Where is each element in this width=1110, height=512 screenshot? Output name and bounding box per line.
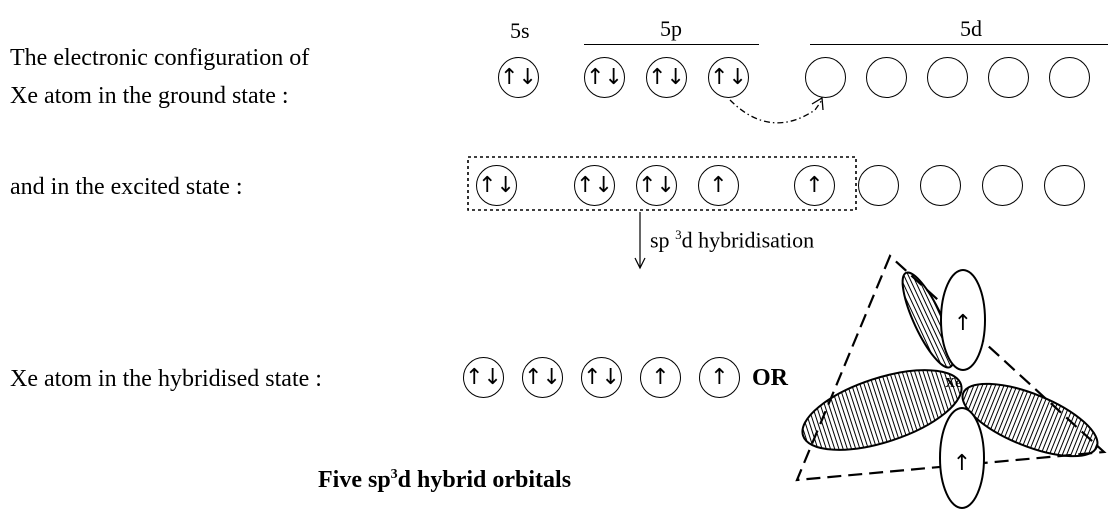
ground-5p-orbital-2: ↑↓ (646, 57, 687, 98)
excited-5d-orbital-2 (858, 165, 899, 206)
excited-5d-orbital-3 (920, 165, 961, 206)
excited-selection-box (467, 156, 857, 211)
hybrid-orbital-4: ↑ (640, 357, 681, 398)
promotion-arrow (729, 99, 823, 124)
hybrid-lobes (801, 269, 1099, 509)
hybridisation-label: sp 3d hybridisation (650, 227, 815, 253)
hybrid-orbital-3: ↑↓ (581, 357, 622, 398)
ground-5d-orbital-3 (927, 57, 968, 98)
ground-5p-orbital-3: ↑↓ (708, 57, 749, 98)
ground-5d-orbital-4 (988, 57, 1029, 98)
hybridised-label: Xe atom in the hybridised state : (10, 366, 322, 392)
ground-5p-orbital-1: ↑↓ (584, 57, 625, 98)
lobe-top (940, 269, 986, 371)
excited-5s-orbital: ↑↓ (476, 165, 517, 206)
hybrid-orbital-5: ↑ (699, 357, 740, 398)
excited-5p-orbital-1: ↑↓ (574, 165, 615, 206)
caption: Five sp3d hybrid orbitals (318, 467, 572, 493)
ground-5d-orbital-2 (866, 57, 907, 98)
subshell-5d-label: 5d (960, 16, 982, 41)
ground-label-line2: Xe atom in the ground state : (10, 83, 289, 109)
promotion-arrowhead (811, 96, 824, 111)
down-arrow-head (634, 257, 646, 270)
xe-label: Xe (945, 376, 961, 391)
hybrid-orbital-2: ↑↓ (522, 357, 563, 398)
excited-5d-orbital-1: ↑ (794, 165, 835, 206)
excited-5d-orbital-5 (1044, 165, 1085, 206)
subshell-5s-label: 5s (510, 18, 530, 43)
lobe-bottom-electron: ↑ (953, 451, 971, 476)
lobe-bottom (939, 407, 985, 509)
excited-label: and in the excited state : (10, 174, 243, 200)
lobe-right (961, 382, 1099, 458)
ground-5s-orbital: ↑↓ (498, 57, 539, 98)
excited-5p-orbital-3: ↑ (698, 165, 739, 206)
or-label: OR (752, 365, 788, 391)
subshell-5p-label: 5p (660, 16, 682, 41)
hybrid-orbital-1: ↑↓ (463, 357, 504, 398)
subshell-5d-bar (810, 44, 1108, 45)
lobe-top-electron: ↑ (954, 311, 972, 336)
bipyramid-outline (795, 254, 1107, 482)
ground-label-line1: The electronic configuration of (10, 45, 310, 71)
excited-5p-orbital-2: ↑↓ (636, 165, 677, 206)
lobe-left (801, 369, 963, 451)
ground-5d-orbital-1 (805, 57, 846, 98)
excited-5d-orbital-4 (982, 165, 1023, 206)
ground-5d-orbital-5 (1049, 57, 1090, 98)
subshell-5p-bar (584, 44, 759, 45)
